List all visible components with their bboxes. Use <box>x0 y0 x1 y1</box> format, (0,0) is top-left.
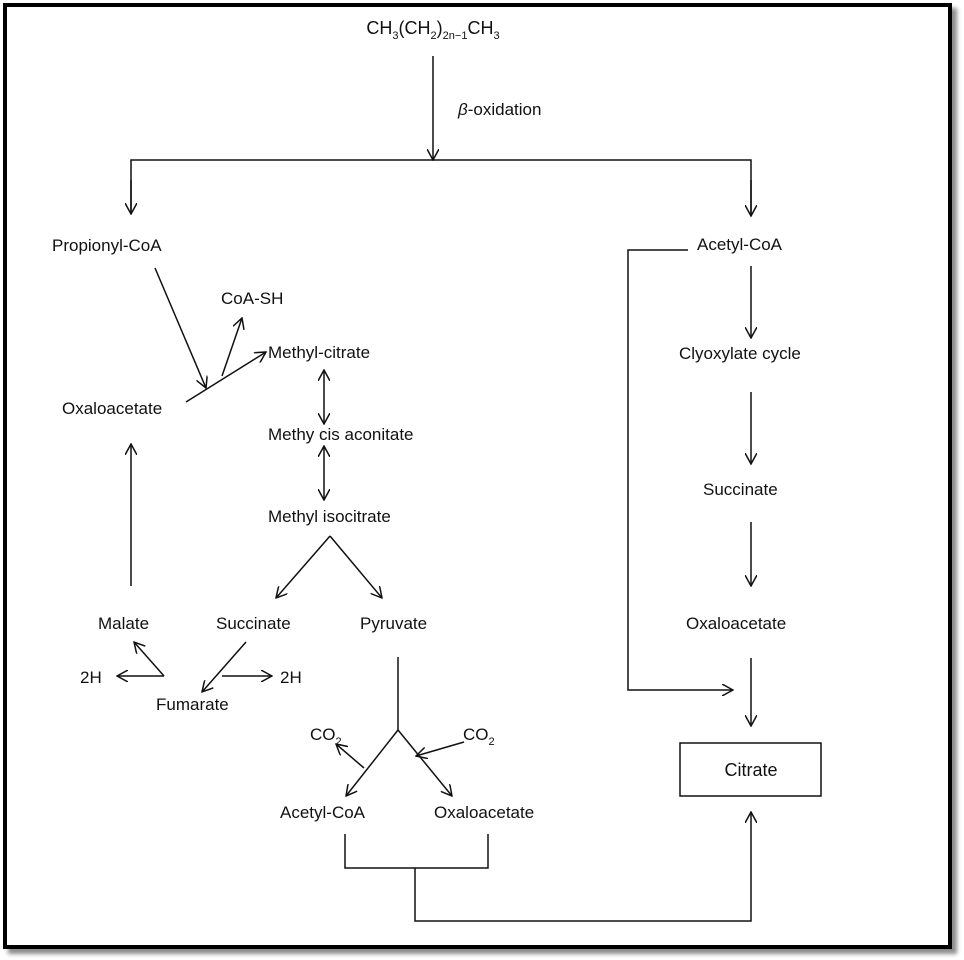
acetyl-coa-bottom-label: Acetyl-CoA <box>280 803 366 822</box>
arrow-propionyl-to-condensation <box>154 267 206 388</box>
oxaloacetate-bottom-label: Oxaloacetate <box>434 803 534 822</box>
arrow-isocitrate-to-succinate <box>276 535 331 598</box>
malate-label: Malate <box>98 614 149 633</box>
propionyl-coa-label: Propionyl-CoA <box>52 236 162 255</box>
arrow-isocitrate-to-pyruvate <box>329 535 382 598</box>
co2-left-label: CO2 <box>310 725 342 748</box>
co2-right-label: CO2 <box>463 725 495 748</box>
succinate-right-label: Succinate <box>703 480 778 499</box>
2h-left-label: 2H <box>80 668 102 687</box>
acetyl-coa-right-label: Acetyl-CoA <box>697 235 783 254</box>
methyl-citrate-label: Methyl-citrate <box>268 343 370 362</box>
condensation-line <box>185 352 266 403</box>
arrow-co2-fixation <box>416 741 465 756</box>
arrow-succinate-to-fumarate <box>202 641 247 692</box>
arrow-to-coa-sh <box>221 318 242 377</box>
path-to-citrate-bottom <box>414 812 751 922</box>
alkane-formula: CH3(CH2)2n−1CH3 <box>366 18 499 42</box>
citrate-label: Citrate <box>724 760 777 780</box>
arrow-pyruvate-to-oxaloacetate <box>397 729 452 796</box>
arrow-co2-release <box>336 744 365 769</box>
oxaloacetate-left-label: Oxaloacetate <box>62 399 162 418</box>
split-bar <box>130 159 752 214</box>
acetyl-coa-bypass-to-citrate <box>627 249 733 690</box>
glyoxylate-cycle-label: Clyoxylate cycle <box>679 344 801 363</box>
succinate-left-label: Succinate <box>216 614 291 633</box>
arrow-fumarate-to-malate <box>134 642 165 677</box>
oxaloacetate-right-label: Oxaloacetate <box>686 614 786 633</box>
coa-sh-label: CoA-SH <box>221 289 283 308</box>
beta-oxidation-label: β-oxidation <box>457 100 541 119</box>
citrate-box <box>679 742 822 797</box>
methyl-cis-aconitate-label: Methy cis aconitate <box>268 425 414 444</box>
pyruvate-label: Pyruvate <box>360 614 427 633</box>
bottom-bracket <box>344 834 489 869</box>
2h-right-label: 2H <box>280 668 302 687</box>
fumarate-label: Fumarate <box>156 695 229 714</box>
methyl-isocitrate-label: Methyl isocitrate <box>268 507 391 526</box>
arrow-pyruvate-to-acetyl-coa <box>346 729 399 796</box>
